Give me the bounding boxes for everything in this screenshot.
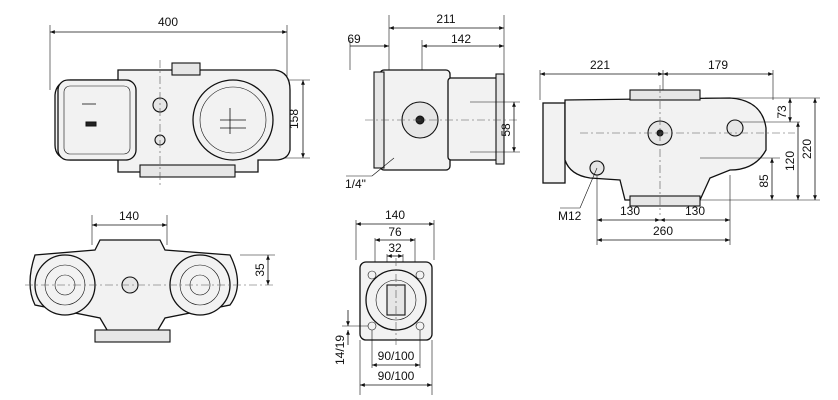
flange-view: 140 76 32 90/100 90/100 14/19	[333, 208, 435, 395]
side-view: 211 69 142 58 1/4"	[345, 12, 520, 191]
right-half-left-dimension: 130	[620, 204, 640, 218]
right-85-dimension: 85	[757, 174, 771, 188]
flange-pcd-outer-dimension: 90/100	[378, 369, 415, 383]
flange-outer-dimension: 140	[385, 208, 405, 222]
right-half-right-dimension: 130	[685, 204, 705, 218]
right-span-dimension: 260	[653, 224, 673, 238]
flange-bore-dimension: 32	[388, 241, 402, 255]
top-width-dimension: 140	[119, 209, 139, 223]
right-bolt-callout: M12	[558, 209, 582, 223]
front-view: 400 158	[49, 15, 310, 185]
side-offset-dimension: 69	[347, 32, 361, 46]
side-port-height-dimension: 58	[499, 123, 513, 137]
right-view: 221 179 73 120 220 85 130 130	[539, 58, 820, 245]
flange-mid-dimension: 76	[388, 225, 402, 239]
right-73-dimension: 73	[775, 105, 789, 119]
top-view: 140 35	[25, 209, 275, 343]
front-width-dimension: 400	[158, 15, 178, 29]
right-right-dimension: 179	[708, 58, 728, 72]
side-total-dimension: 211	[436, 12, 455, 26]
side-depth-dimension: 142	[451, 32, 471, 46]
right-left-dimension: 221	[590, 58, 610, 72]
side-thread-callout: 1/4"	[345, 177, 366, 191]
top-offset-dimension: 35	[253, 263, 267, 277]
right-220-dimension: 220	[800, 139, 814, 159]
flange-hole-dimension: 14/19	[333, 335, 347, 365]
right-120-dimension: 120	[783, 151, 797, 171]
flange-pcd-inner-dimension: 90/100	[378, 349, 415, 363]
